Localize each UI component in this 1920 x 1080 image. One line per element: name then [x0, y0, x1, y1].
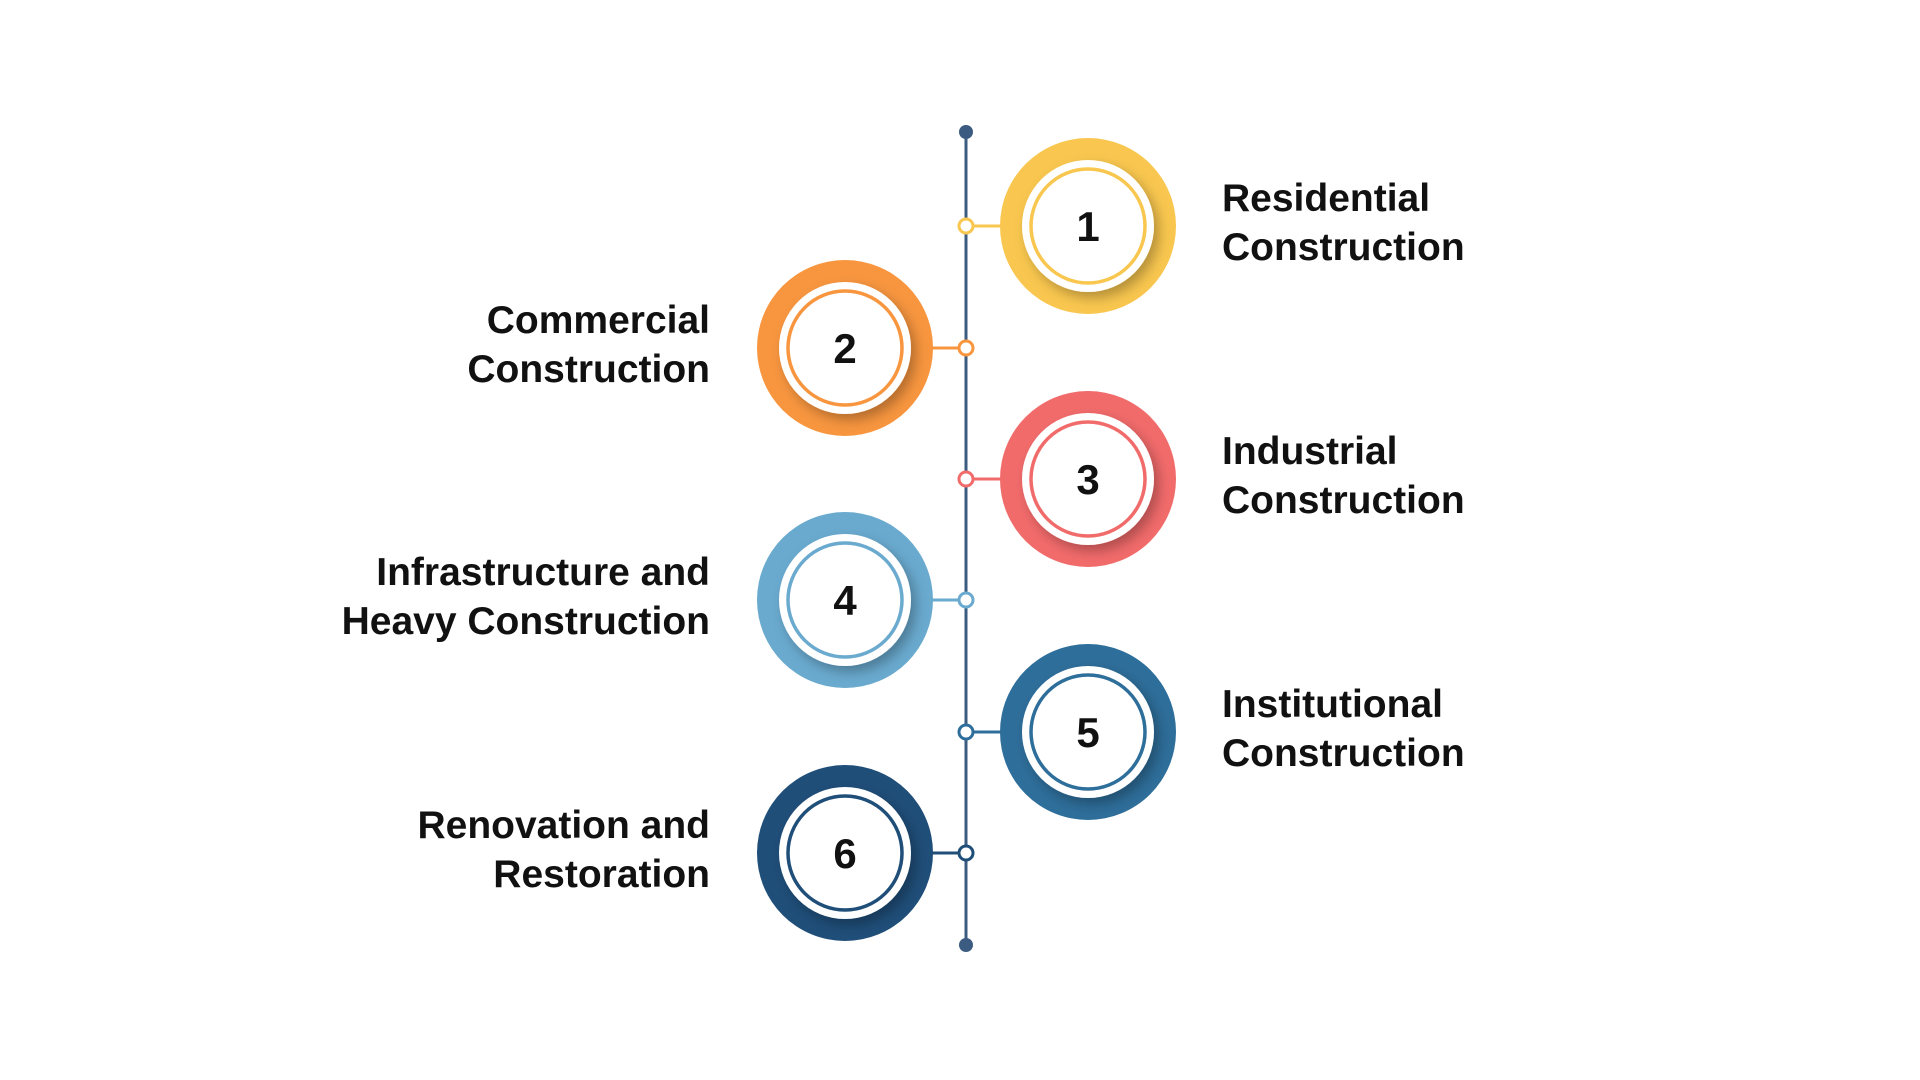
step-4: 4: [757, 512, 975, 688]
step-2: 2: [757, 260, 975, 436]
step-5: 5: [957, 644, 1176, 820]
step-number: 4: [833, 577, 857, 624]
connector-dot: [957, 470, 975, 488]
connector-dot: [957, 591, 975, 609]
step-number: 5: [1076, 709, 1099, 756]
step-inner-ring: [1029, 420, 1147, 538]
step-inner-ring: [1029, 673, 1147, 791]
step-label-line: Industrial: [1222, 430, 1398, 473]
timeline-start-dot: [959, 125, 973, 139]
step-label-line: Commercial: [486, 299, 710, 342]
connector-dot: [957, 339, 975, 357]
connector-dot: [957, 844, 975, 862]
step-3: 3: [957, 391, 1176, 567]
step-label-line: Construction: [1222, 732, 1465, 775]
timeline-end-dot: [959, 938, 973, 952]
step-inner-ring: [786, 541, 904, 659]
step-inner-disc: [779, 787, 911, 919]
step-number: 1: [1076, 203, 1099, 250]
connector-dot: [957, 217, 975, 235]
step-label-line: Infrastructure and: [376, 551, 710, 594]
step-inner-ring: [1029, 167, 1147, 285]
step-inner-disc: [779, 534, 911, 666]
step-label-line: Renovation and: [417, 804, 710, 847]
step-inner-disc: [1022, 666, 1154, 798]
step-inner-disc: [1022, 160, 1154, 292]
step-label-line: Institutional: [1222, 683, 1443, 726]
step-inner-ring: [786, 289, 904, 407]
step-inner-ring: [786, 794, 904, 912]
step-label-line: Heavy Construction: [341, 600, 710, 643]
connector-dot: [957, 723, 975, 741]
step-1: 1: [957, 138, 1176, 314]
step-number: 6: [833, 830, 856, 877]
step-number: 3: [1076, 456, 1099, 503]
step-inner-disc: [1022, 413, 1154, 545]
step-6: 6: [757, 765, 975, 941]
step-inner-disc: [779, 282, 911, 414]
step-number: 2: [833, 325, 856, 372]
step-label-line: Construction: [467, 348, 710, 391]
step-label-line: Construction: [1222, 479, 1465, 522]
step-label-line: Construction: [1222, 226, 1465, 269]
step-label-line: Residential: [1222, 177, 1431, 220]
step-label-line: Restoration: [493, 853, 710, 896]
